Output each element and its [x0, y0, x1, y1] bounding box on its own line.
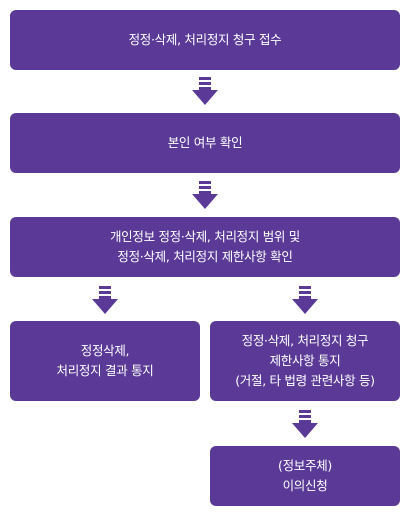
- step-identity-check-label: 본인 여부 확인: [167, 135, 243, 150]
- step-scope-check: 개인정보 정정·삭제, 처리정지 범위 및 정정·삭제, 처리정지 제한사항 확…: [10, 217, 400, 277]
- step-result-notice-label-line1: 정정삭제,: [80, 343, 130, 358]
- step-identity-check: 본인 여부 확인: [10, 113, 400, 173]
- step-request-received-label: 정정·삭제, 처리정지 청구 접수: [128, 32, 282, 47]
- step-scope-check-label-line1: 개인정보 정정·삭제, 처리정지 범위 및: [109, 229, 301, 244]
- step-result-notice: 정정삭제, 처리정지 결과 통지: [10, 321, 200, 401]
- step-result-notice-label-line2: 처리정지 결과 통지: [56, 363, 154, 378]
- arrow-down-icon: [292, 410, 318, 438]
- arrow-down-icon: [92, 286, 118, 314]
- step-objection-label-line2: 이의신청: [282, 478, 328, 493]
- step-scope-check-label-line2: 정정·삭제, 처리정지 제한사항 확인: [117, 249, 293, 264]
- arrow-down-icon: [292, 286, 318, 314]
- step-restriction-notice: 정정·삭제, 처리정지 청구 제한사항 통지 (거절, 타 법령 관련사항 등): [210, 321, 400, 401]
- step-request-received: 정정·삭제, 처리정지 청구 접수: [10, 10, 400, 70]
- arrow-down-icon: [192, 77, 218, 105]
- step-objection-label-line1: (정보주체): [278, 458, 332, 473]
- step-restriction-notice-label-line1: 정정·삭제, 처리정지 청구: [241, 333, 369, 348]
- step-restriction-notice-label-line3: (거절, 타 법령 관련사항 등): [235, 373, 375, 388]
- step-restriction-notice-label-line2: 제한사항 통지: [269, 353, 341, 368]
- arrow-down-icon: [192, 181, 218, 209]
- step-objection: (정보주체) 이의신청: [210, 446, 400, 506]
